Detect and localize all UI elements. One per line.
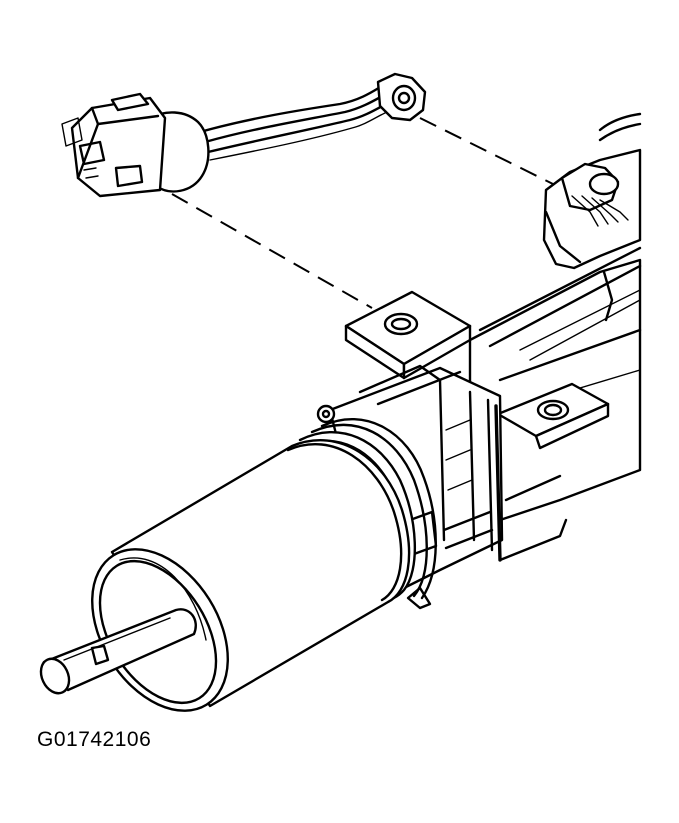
ring-terminal xyxy=(376,72,427,122)
figure-id-label: G01742106 xyxy=(37,728,152,751)
alignment-guide-lines xyxy=(171,117,556,309)
switch-connector-assembly xyxy=(61,72,427,198)
steering-shaft xyxy=(39,608,197,695)
upper-mounting-bracket xyxy=(344,290,472,380)
switch-body xyxy=(61,92,210,198)
upper-housing-switch xyxy=(542,112,642,270)
wiring-harness xyxy=(198,84,393,161)
lower-mounting-bracket xyxy=(496,382,610,450)
steering-column-tube xyxy=(91,439,411,712)
